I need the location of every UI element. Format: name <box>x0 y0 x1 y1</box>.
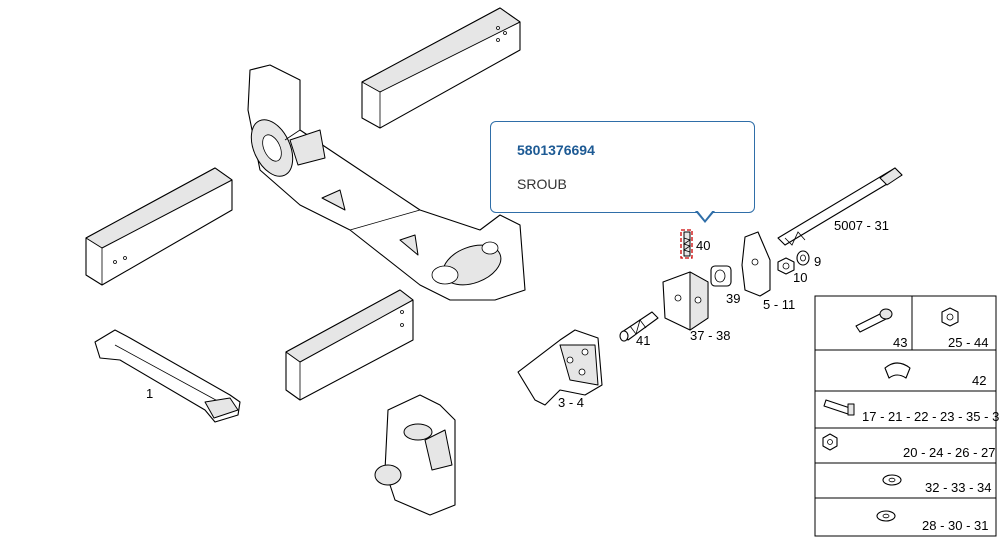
legend-42: 42 <box>972 373 986 388</box>
screw-part-40-highlighted[interactable] <box>680 229 693 259</box>
frame-rail-lower-center[interactable] <box>285 289 414 401</box>
bushing-part-39[interactable] <box>710 265 732 287</box>
legend-17-36: 17 - 21 - 22 - 23 - 35 - 36 <box>862 409 1000 424</box>
part-tooltip: 5801376694 SROUB <box>490 121 755 213</box>
rod-part-5007-31[interactable] <box>777 167 903 246</box>
callout-40: 40 <box>696 238 710 253</box>
callout-9: 9 <box>814 254 821 269</box>
hex-nut-icon[interactable] <box>822 433 838 451</box>
washer-part-9[interactable] <box>796 250 810 266</box>
tie-bar-part-1[interactable] <box>94 329 241 423</box>
bolt-43-icon[interactable] <box>855 308 893 333</box>
hardware-legend-grid: 43 25 - 44 42 17 - 21 - 22 - 23 - 35 - 3… <box>814 295 1000 537</box>
flange-nut-25-44-icon[interactable] <box>941 307 959 327</box>
callout-39: 39 <box>726 291 740 306</box>
legend-25-44: 25 - 44 <box>948 335 988 350</box>
callout-10: 10 <box>793 270 807 285</box>
bracket-part-3-4[interactable] <box>517 329 603 406</box>
clip-42-icon[interactable] <box>884 362 911 379</box>
lock-washer-icon[interactable] <box>876 510 896 522</box>
callout-5-11: 5 - 11 <box>763 297 795 312</box>
legend-20-27: 20 - 24 - 26 - 27 <box>903 445 996 460</box>
plate-bracket-part-5-11[interactable] <box>741 231 771 297</box>
towing-hook-bracket[interactable] <box>374 394 456 516</box>
legend-43: 43 <box>893 335 907 350</box>
washer-icon[interactable] <box>882 474 902 486</box>
callout-3-4: 3 - 4 <box>558 395 584 410</box>
legend-28-31: 28 - 30 - 31 <box>922 518 989 533</box>
callout-1: 1 <box>146 386 153 401</box>
tooltip-part-number[interactable]: 5801376694 <box>517 142 595 158</box>
legend-32-34: 32 - 33 - 34 <box>925 480 992 495</box>
frame-rail-left[interactable] <box>85 167 233 286</box>
pin-part-41[interactable] <box>619 311 659 342</box>
callout-5007-31: 5007 - 31 <box>834 218 889 233</box>
main-cross-member[interactable] <box>243 64 526 301</box>
frame-rail-upper-right[interactable] <box>361 7 521 129</box>
nut-part-10[interactable] <box>777 257 795 275</box>
tooltip-pointer-inner <box>697 210 713 220</box>
block-bracket-part-37-38[interactable] <box>662 271 709 331</box>
callout-37-38: 37 - 38 <box>690 328 730 343</box>
bolt-long-icon[interactable] <box>823 399 855 416</box>
tooltip-description: SROUB <box>517 176 567 192</box>
callout-41: 41 <box>636 333 650 348</box>
